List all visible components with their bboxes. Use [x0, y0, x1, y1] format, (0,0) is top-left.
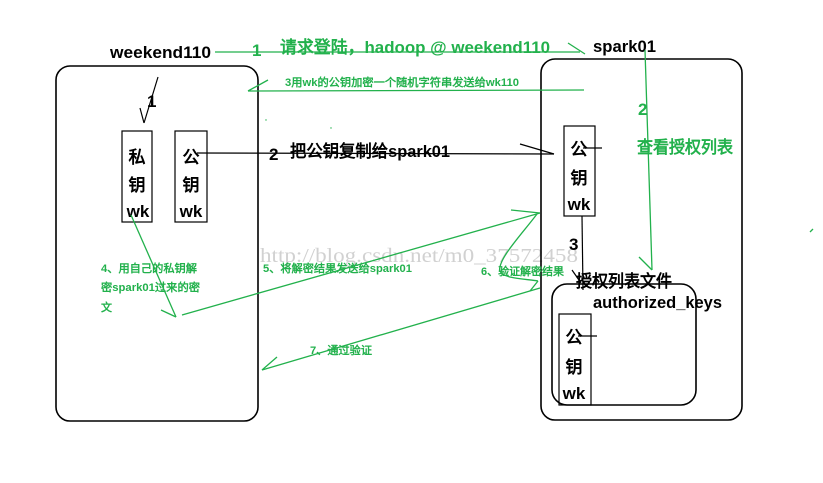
stray-dot: [330, 127, 332, 129]
server-host-name: spark01: [593, 37, 656, 56]
arrow-copy-public-key: [196, 143, 555, 155]
authorized-file-name: authorized_keys: [593, 293, 722, 312]
arrow-head: [139, 107, 145, 124]
key-label-line: 钥: [183, 175, 200, 195]
step-copy-public-key-number: 2: [269, 145, 278, 164]
authorized-public-key: 公 钥 wk: [558, 313, 597, 406]
step-lookup-key-number: 3: [569, 235, 578, 254]
server-copied-public-key: 公 钥 wk: [563, 125, 602, 217]
key-label-line: 公: [183, 148, 200, 167]
arrow-encrypt-random-string: [247, 79, 585, 92]
arrow-head: [567, 42, 586, 55]
step-decrypt-label-line: 文: [101, 300, 113, 314]
arrow-check-authorized-list: [638, 49, 653, 271]
arrow-head: [638, 256, 653, 271]
client-private-key-box: [121, 130, 153, 223]
stray-mark: [809, 228, 814, 233]
step-encrypt-random-string-label: 3用wk的公钥加密一个随机字符串发送给wk110: [285, 75, 519, 89]
arrow-pass-verification: [261, 287, 541, 371]
client-public-key: 公 钥 wk: [174, 130, 208, 223]
step-check-authorized-list-number: 2: [638, 100, 647, 119]
step-check-authorized-list-label: 查看授权列表: [636, 137, 734, 157]
arrow-shaft: [181, 212, 541, 316]
server-public-key-box: [563, 125, 596, 217]
arrow-head: [510, 209, 541, 214]
arrow-request-login: [215, 42, 586, 55]
server-host-box: [540, 58, 743, 421]
arrow-head: [261, 356, 278, 371]
client-private-key: 私 钥 wk: [121, 130, 153, 223]
arrow-lookup-key: [571, 215, 584, 291]
arrow-generate-keys: [139, 76, 159, 124]
client-host-box: [55, 65, 259, 422]
arrow-send-decrypted-result: [181, 209, 541, 316]
arrow-head: [519, 143, 555, 155]
arrow-shaft: [247, 89, 585, 92]
step-decrypt-label-line: 4、用自己的私钥解: [101, 261, 197, 275]
key-label-line: 公: [571, 140, 588, 159]
step-copy-public-key-label: 把公钥复制给spark01: [290, 141, 450, 161]
arrow-head: [529, 280, 539, 292]
arrow-verify-result: [499, 213, 539, 292]
key-label-line: 公: [566, 328, 583, 347]
key-label-line: wk: [179, 202, 203, 221]
key-label-line: 钥: [129, 175, 146, 195]
step-decrypt-label-line: 密spark01过来的密: [101, 280, 200, 294]
arrow-shaft: [130, 214, 177, 318]
watermark: http://blog.csdn.net/m0_37572458: [260, 245, 578, 267]
step-verify-result-label: 6、验证解密结果: [481, 264, 564, 278]
key-label-line: wk: [567, 195, 591, 214]
arrow-head: [247, 79, 269, 92]
step-generate-keys-number: 1: [147, 92, 156, 111]
stray-dot: [265, 119, 267, 121]
key-label-line: wk: [126, 202, 150, 221]
arrow-shaft: [261, 287, 541, 371]
authorized-public-key-box: [558, 313, 592, 406]
key-label-line: 钥: [566, 357, 583, 377]
client-host-name: weekend110: [109, 43, 211, 62]
key-label-line: wk: [562, 384, 586, 403]
arrow-shaft: [143, 76, 159, 124]
step-pass-verification-label: 7、通过验证: [310, 343, 372, 357]
arrow-shaft: [644, 49, 653, 271]
arrow-shaft: [499, 213, 539, 282]
arrow-head: [160, 309, 177, 318]
step-request-login-number: 1: [252, 41, 261, 60]
arrow-shaft: [196, 152, 555, 155]
step-send-decrypted-result-label: 5、将解密结果发送给spark01: [263, 261, 412, 275]
arrow-shaft: [581, 215, 584, 291]
step-request-login-label: 请求登陆，hadoop @ weekend110: [280, 37, 550, 57]
authorized-keys-file-box: [551, 283, 697, 406]
client-public-key-box: [174, 130, 208, 223]
key-label-line: 私: [129, 148, 146, 167]
arrow-head: [571, 269, 582, 284]
key-label-line: 钥: [571, 168, 588, 188]
arrow-decrypt-with-private-key: [130, 214, 177, 318]
authorized-file-title: 授权列表文件: [576, 271, 672, 291]
